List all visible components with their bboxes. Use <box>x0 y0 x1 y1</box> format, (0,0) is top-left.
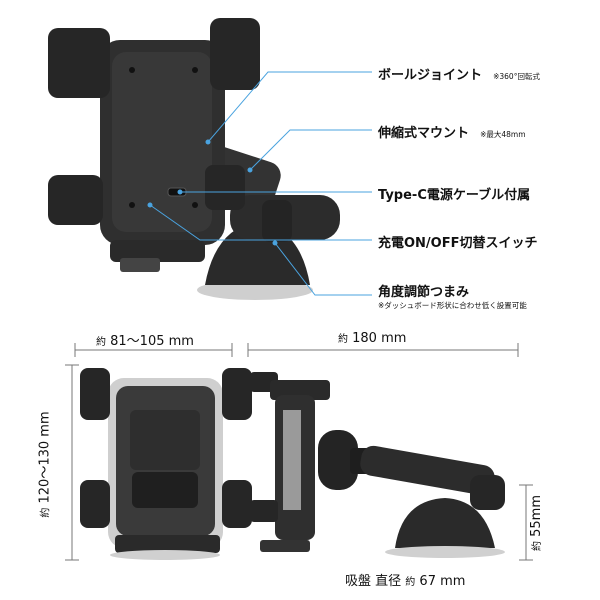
dimension-prefix: 約 <box>40 507 52 518</box>
callout-ball-joint: ボールジョイント ※360°回転式 <box>378 64 540 83</box>
dimension-value: 81〜105 mm <box>110 334 194 349</box>
callout-note: ※360°回転式 <box>493 72 540 81</box>
callout-subnote: ※ダッシュボード形状に合わせ低く設置可能 <box>378 301 527 310</box>
dimension-value: 55mm <box>529 495 544 537</box>
dimension-value: 180 mm <box>352 331 407 346</box>
callout-typec-cable: Type-C電源ケーブル付属 <box>378 184 530 203</box>
callout-title: Type-C電源ケーブル付属 <box>378 188 531 203</box>
callout-title: 伸縮式マウント <box>378 126 470 141</box>
dimension-width: 約 81〜105 mm <box>96 330 194 349</box>
dimension-prefix: 約 <box>405 577 416 588</box>
callout-telescopic-mount: 伸縮式マウント ※最大48mm <box>378 122 526 141</box>
callout-note: ※最大48mm <box>480 130 526 139</box>
dimension-prefix: 約 <box>532 541 543 552</box>
dimension-depth: 約 180 mm <box>338 330 406 346</box>
dimension-prefix: 約 <box>96 337 106 348</box>
dimension-prefix: 約 <box>338 334 348 345</box>
dimension-label: 吸盤 直径 <box>345 574 402 589</box>
dimension-value: 120〜130 mm <box>37 411 53 504</box>
callout-lines <box>147 71 372 296</box>
callout-title: 角度調節つまみ <box>378 285 470 300</box>
main-product-image <box>48 18 340 300</box>
callout-angle-knob: 角度調節つまみ ※ダッシュボード形状に合わせ低く設置可能 <box>378 281 527 311</box>
dimension-value: 67 mm <box>419 574 466 589</box>
dimension-height: 約 120〜130 mm <box>34 390 53 540</box>
side-view-image <box>250 372 505 558</box>
callout-title: 充電ON/OFF切替スイッチ <box>378 236 538 251</box>
dimension-base-height: 約 55mm <box>528 483 544 563</box>
dimension-suction-diameter: 吸盤 直径 約 67 mm <box>345 570 465 589</box>
callout-charge-switch: 充電ON/OFF切替スイッチ <box>378 232 538 251</box>
callout-title: ボールジョイント <box>378 68 483 83</box>
front-view-image <box>80 368 252 560</box>
dimension-lines <box>65 343 533 561</box>
